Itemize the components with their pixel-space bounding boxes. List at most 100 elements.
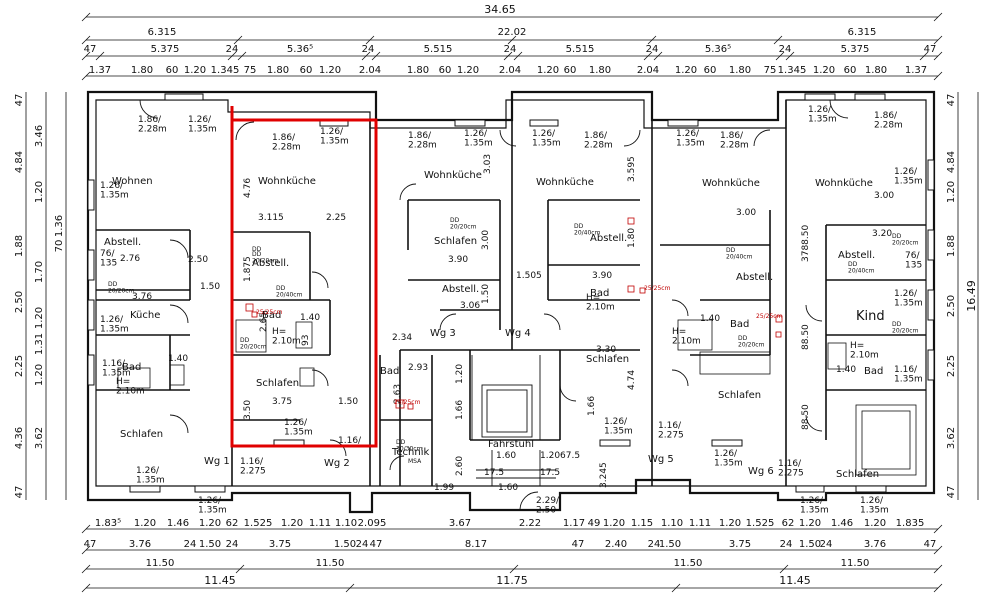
dim-right: 4.84	[946, 151, 957, 173]
window-label: 1.16/1.35m	[102, 359, 131, 378]
dim-bottom-row1: 1.46	[167, 518, 189, 529]
dim-bottom-row2: 47	[572, 539, 585, 550]
inner-dim: 1.40	[300, 313, 320, 323]
inner-dim: 3.06	[460, 301, 480, 311]
dim-left: 47	[14, 94, 25, 107]
height-label: H=2.10m	[586, 293, 615, 312]
label-line: 20/20cm	[108, 287, 135, 294]
window-label: 1.26/1.35m	[714, 449, 743, 468]
dim-bottom-row2: 47	[370, 539, 383, 550]
dim-left: 4.84	[14, 151, 25, 173]
dim-left: 1.20	[34, 181, 45, 203]
dim-right-inner: 1.88	[946, 235, 957, 257]
label-line: 2.10m	[586, 302, 615, 312]
dim-left-inner: 70	[54, 240, 65, 253]
label-line: 1.35m	[464, 138, 493, 148]
inner-dim: 3.50	[243, 400, 253, 420]
window-label: 1.16/2.275	[240, 457, 266, 476]
dim-bottom-row2: 47	[924, 539, 937, 550]
dim-top-row2: 47	[84, 44, 97, 55]
dim-top-row3: 1.20	[184, 65, 206, 76]
inner-dim: 1.66	[455, 400, 465, 420]
dim-bottom-row3: 11.50	[316, 558, 345, 569]
dim-top-row3: 1.20	[675, 65, 697, 76]
dim-bottom-row2: 3.75	[269, 539, 291, 550]
label-line: 2.28m	[272, 142, 301, 152]
room-label-schlafen: Schlafen	[434, 236, 477, 247]
dim-bottom-row1: 1.20	[864, 518, 886, 529]
window-label: 1.26/1.35m	[676, 129, 705, 148]
dim-bottom-row2: 47	[84, 539, 97, 550]
inner-dim: 2.50	[188, 255, 208, 265]
apartment-label-wg6: Wg 6	[748, 466, 774, 477]
inner-dim: 93	[301, 335, 311, 346]
window-label: 1.86/2.28m	[272, 133, 301, 152]
dd-size-label-red: 25/25cm	[256, 309, 283, 316]
label-line: 2.28m	[720, 140, 749, 150]
room-label-bad: Bad	[590, 288, 609, 299]
dim-bottom-row1: 49	[588, 518, 601, 529]
dim-bottom-row2: 24	[648, 539, 661, 550]
window-label: 1.86/2.28m	[720, 131, 749, 150]
dim-bottom-row1: 1.10	[335, 518, 357, 529]
dim-bottom-row1: 1.10	[661, 518, 683, 529]
label-line: 1.35m	[320, 136, 349, 146]
inner-dim: 1.50	[338, 397, 358, 407]
dim-bottom-row2: 3.76	[864, 539, 886, 550]
inner-dim: 2.25	[326, 213, 346, 223]
label-line: 2.28m	[874, 120, 903, 130]
inner-dim: 4.76	[243, 178, 253, 198]
label-line: 1.35m	[100, 190, 129, 200]
inner-dim: 3.30	[596, 345, 616, 355]
dim-bottom-row1: 1.20	[199, 518, 221, 529]
room-label-abstell: Abstell.	[736, 272, 773, 283]
dim-bottom-row1: 1.525	[244, 518, 273, 529]
label-line: 20/40cm	[726, 253, 753, 260]
label-line: 2.275	[658, 430, 684, 440]
dim-right: 47	[946, 486, 957, 499]
inner-dim: 88.50	[801, 324, 811, 350]
dim-top-row2: 24	[362, 44, 375, 55]
dim-left: 47	[14, 486, 25, 499]
inner-dim: 1.60	[496, 451, 516, 461]
dim-left-inner: 1.36	[54, 215, 65, 237]
room-labels: Wohnen Abstell. Küche Bad Schlafen Wohnk…	[104, 170, 885, 480]
inner-dim: 3.00	[481, 230, 491, 250]
dim-bottom-row1: 2.095	[358, 518, 387, 529]
inner-dim: 1.60	[498, 483, 518, 493]
inner-dim: 1.50	[481, 284, 491, 304]
inner-dim: 67.5	[560, 451, 580, 461]
inner-dim: 3.00	[874, 191, 894, 201]
dim-left: 3.46	[34, 125, 45, 147]
window-label: 1.26/1.35m	[464, 129, 493, 148]
dim-top-row2: 5.36⁵	[287, 44, 313, 55]
dim-top-row3: 1.37	[905, 65, 927, 76]
room-label-bad: Bad	[380, 366, 399, 377]
dim-bottom-row1: 1.20	[719, 518, 741, 529]
dim-bottom-row1: 62	[782, 518, 795, 529]
inner-dim: 1.99	[434, 483, 454, 493]
label-line: 1.35m	[860, 505, 889, 515]
dim-top-row3: 1.20	[457, 65, 479, 76]
window-label: 1.26/1.35m	[894, 167, 923, 186]
height-label: H=2.10m	[850, 341, 879, 360]
dim-bottom-row1: 1.83⁵	[95, 518, 121, 529]
label-line: 30/30cm	[396, 445, 423, 452]
dd-size-label-red: 25/25cm	[756, 313, 783, 320]
window-label: 1.86/2.28m	[408, 131, 437, 150]
apartment-labels: Wg 1 Wg 2 Wg 3 Wg 4 Wg 5 Wg 6	[204, 328, 774, 477]
inner-dim: 1.80	[627, 228, 637, 248]
window-label: 1.26/1.35m	[808, 105, 837, 124]
inner-dim: 3.595	[627, 156, 637, 182]
window-label: 1.26/1.35m	[604, 417, 633, 436]
dim-top-row3: 1.20	[319, 65, 341, 76]
dim-top-row2: 24	[226, 44, 239, 55]
room-label-abstell: Abstell.	[590, 233, 627, 244]
label-line: 20/20cm	[252, 257, 279, 264]
room-label-wohnkueche: Wohnküche	[702, 178, 760, 189]
room-label-kind: Kind	[856, 309, 885, 324]
dim-top-row3: 1.80	[589, 65, 611, 76]
dim-bottom-row2: 1.50	[799, 539, 821, 550]
